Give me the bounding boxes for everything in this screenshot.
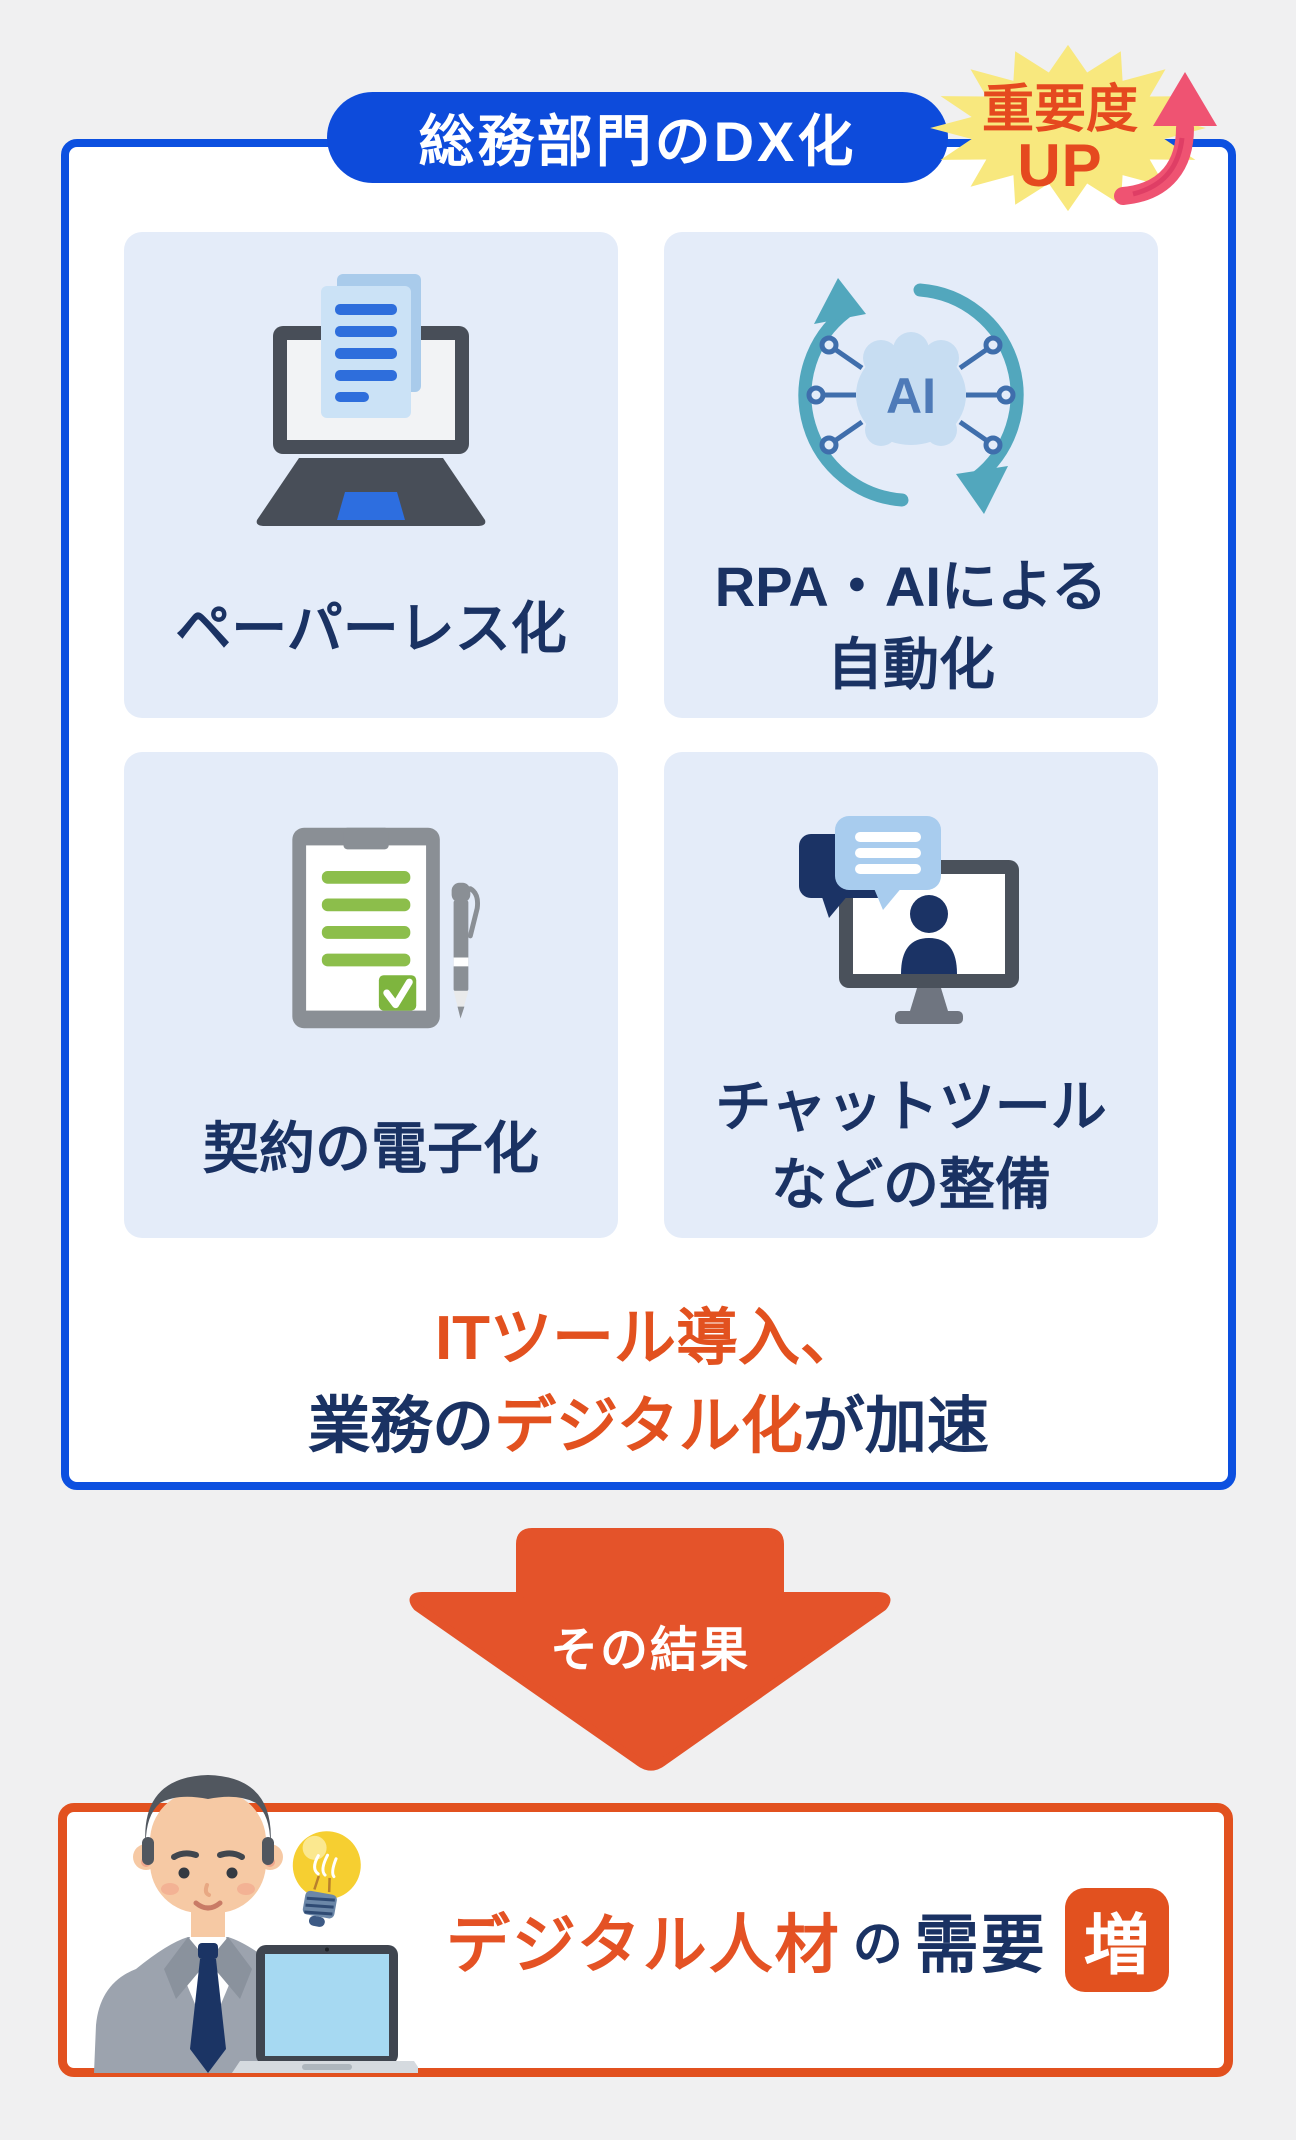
ai-automation-icon: AI [798, 278, 1024, 514]
laptop-icon [232, 1945, 418, 2073]
conclusion-particle: の [852, 1916, 903, 1972]
tile-e-contract: 契約の電子化 [124, 752, 618, 1238]
chat-monitor-icon [799, 816, 1019, 1024]
result-arrow-label: その結果 [549, 1624, 750, 1677]
importance-badge-line1: 重要度 [981, 81, 1138, 139]
increase-badge: 増 [1064, 1888, 1169, 1992]
dx-summary-line2: 業務のデジタル化が加速 [61, 1383, 1236, 1471]
tile-paperless-label: ペーパーレス化 [124, 590, 618, 718]
summary-line1-text: ITツール導入、 [434, 1304, 863, 1373]
down-arrow-icon [409, 1528, 891, 1771]
conclusion-highlight: デジタル人材 [446, 1909, 841, 1981]
increase-badge-text: 増 [1083, 1908, 1150, 1982]
laptop-documents-icon [256, 274, 486, 526]
summary-line2-part3: が加速 [802, 1392, 989, 1461]
tile-label-line1: RPA・AIによる [714, 555, 1108, 618]
tile-label-line2: などの整備 [771, 1153, 1051, 1216]
dx-summary: ITツール導入、 業務のデジタル化が加速 [61, 1295, 1236, 1471]
tile-label-line2: 自動化 [827, 633, 995, 696]
importance-badge-line2: UP [1017, 132, 1103, 199]
tile-chat-tools: チャットツール などの整備 [664, 752, 1158, 1238]
tile-label-line1: ペーパーレス化 [175, 597, 567, 660]
dx-card-title: 総務部門のDX化 [418, 110, 857, 173]
tile-paperless: ペーパーレス化 [124, 232, 618, 718]
lightbulb-icon [292, 1831, 361, 1927]
tile-label-line1: 契約の電子化 [203, 1117, 539, 1180]
up-arrow-icon [1114, 72, 1217, 205]
summary-line2-part2: デジタル化 [494, 1392, 803, 1461]
businessman-illustration [94, 1775, 418, 2073]
dx-summary-line1: ITツール導入、 [61, 1295, 1236, 1383]
dx-card-title-pill: 総務部門のDX化 [327, 92, 948, 183]
summary-line2-part1: 業務の [308, 1392, 495, 1461]
contract-check-icon [292, 827, 480, 1029]
conclusion-text: デジタル人材 の 需要 増 [446, 1876, 1169, 2004]
tile-e-contract-label: 契約の電子化 [124, 1110, 618, 1238]
tile-rpa-ai: AI RPA・AIによる 自動化 [664, 232, 1158, 718]
tile-rpa-ai-label: RPA・AIによる 自動化 [664, 548, 1158, 718]
importance-badge: 重要度 UP [915, 43, 1205, 213]
tile-label-line1: チャットツール [715, 1075, 1107, 1138]
ai-icon-label: AI [886, 368, 936, 424]
starburst-icon [930, 44, 1206, 212]
tile-chat-tools-label: チャットツール などの整備 [664, 1068, 1158, 1238]
conclusion-noun: 需要 [914, 1909, 1047, 1981]
